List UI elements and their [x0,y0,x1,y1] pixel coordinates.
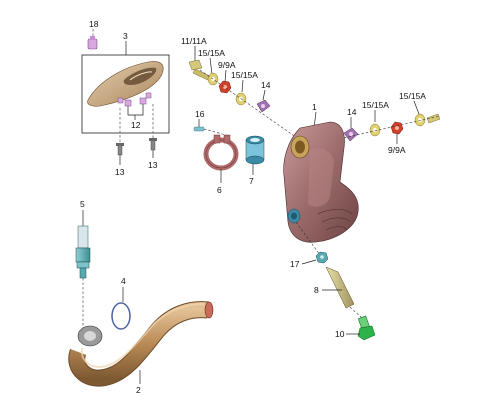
callout-2: 2 [136,385,141,395]
callout-7: 7 [249,176,254,186]
callout-5: 5 [80,199,85,209]
callout-15-15a-3: 15/15A [362,100,389,110]
part-15-bolt-right [426,113,441,124]
callout-11-11a: 11/11A [181,36,207,46]
heat-shield-group-box [81,54,170,134]
part-14-grommet-1 [256,99,271,113]
callout-6: 6 [217,185,222,195]
part-14-grommet-2 [343,127,359,142]
part-13-bolt-left [116,143,124,156]
part-6-clamp [203,134,239,171]
callout-4: 4 [121,276,126,286]
part-18-clip [87,36,98,50]
callout-3: 3 [123,31,128,41]
callout-12: 12 [131,120,141,130]
callout-17: 17 [290,259,300,269]
callout-1: 1 [312,102,317,112]
part-9-nut-1 [218,80,232,94]
part-15-washer-3 [369,123,381,137]
part-15-washer-4 [414,113,426,127]
part-13-bolt-right [149,138,157,151]
part-9-nut-2 [390,121,404,135]
part-8-probe [325,266,355,309]
callout-18: 18 [89,19,99,29]
part-17-fitting [315,251,329,264]
callout-14-2: 14 [347,107,357,117]
callout-14-1: 14 [261,80,271,90]
callout-16: 16 [195,109,205,119]
callout-9-9a-2: 9/9A [388,145,406,155]
part-10-green-bolt [357,315,376,341]
callout-13-right: 13 [148,160,158,170]
part-16-screw [193,126,205,132]
callout-15-15a-2: 15/15A [231,70,258,80]
part-7-gasket [245,135,265,165]
part-3-heat-shield [87,61,164,107]
part-1-muffler [283,121,359,243]
callout-10: 10 [335,329,345,339]
callout-9-9a-1: 9/9A [218,60,236,70]
callout-15-15a-1: 15/15A [198,48,225,58]
part-4-ring-gasket [111,302,131,330]
callout-8: 8 [314,285,319,295]
part-2-header-pipe [68,301,214,387]
callout-13-left: 13 [115,167,125,177]
callout-15-15a-4: 15/15A [399,91,426,101]
part-5-arrestor [75,225,91,279]
